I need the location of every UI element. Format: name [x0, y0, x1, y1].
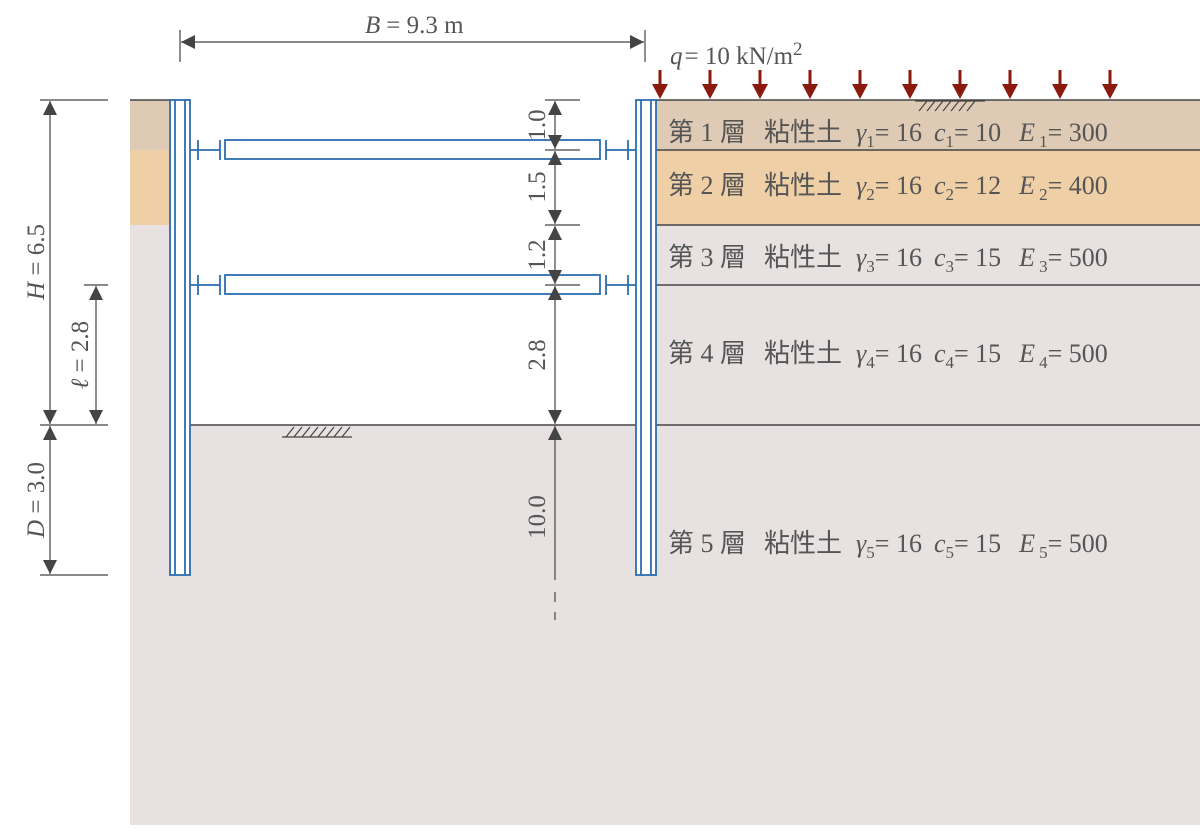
- surcharge-arrow-head-5: [852, 84, 868, 99]
- center-dimension-chain: [545, 99, 580, 620]
- soil-right-lower: [656, 225, 1200, 825]
- dim-1-5: 1.5: [524, 171, 551, 202]
- strut-lower: [190, 274, 636, 295]
- soil-right-layer2: [656, 150, 1200, 225]
- dim-1-0: 1.0: [524, 109, 551, 140]
- dim-10-0: 10.0: [524, 495, 551, 539]
- surcharge-arrow-head-1: [652, 84, 668, 99]
- D-dimension-label: D = 3.0: [23, 462, 50, 539]
- surcharge-arrows: [652, 70, 1118, 99]
- surcharge-arrow-head-2: [702, 84, 718, 99]
- left-retaining-wall: [169, 99, 191, 576]
- surcharge-label: q= 10 kN/m2: [670, 39, 803, 70]
- H-dimension-label: H = 6.5: [23, 224, 50, 301]
- soil-left-lower: [130, 225, 170, 825]
- surcharge-arrow-head-3: [752, 84, 768, 99]
- soil-right-layer1: [656, 100, 1200, 150]
- surcharge-arrow-head-10: [1102, 84, 1118, 99]
- l-dimension-label: ℓ = 2.8: [67, 321, 94, 389]
- dim-2-8: 2.8: [524, 339, 551, 370]
- left-dimension-lines: [40, 99, 108, 576]
- soil-left-layer2: [130, 150, 170, 225]
- ground-hatch-symbol: [282, 426, 352, 438]
- surcharge-arrow-head-6: [902, 84, 918, 99]
- surcharge-arrow-head-7: [952, 84, 968, 99]
- soil-layers: [130, 100, 1200, 825]
- layer-boundaries: [130, 99, 1200, 426]
- soil-left-layer1: [130, 100, 170, 150]
- surcharge-arrow-head-9: [1052, 84, 1068, 99]
- width-label: B= 9.3 m: [365, 12, 464, 39]
- surcharge-arrow-head-4: [802, 84, 818, 99]
- dim-1-2: 1.2: [524, 239, 551, 270]
- soil-excavation-bottom: [170, 425, 656, 825]
- width-dimension: [179, 30, 646, 62]
- surcharge-arrow-head-8: [1002, 84, 1018, 99]
- strut-upper: [190, 139, 636, 160]
- ground-hatch-symbol-surface: [915, 100, 985, 112]
- right-retaining-wall: [635, 99, 657, 576]
